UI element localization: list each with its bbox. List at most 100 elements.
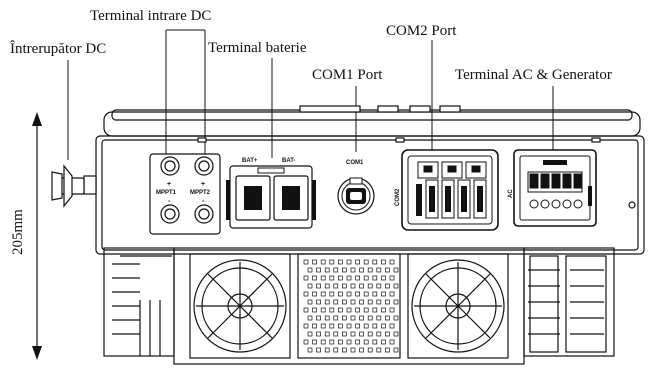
grille-hole [342,283,347,289]
com2-port: COM2 [395,149,499,231]
com1-mark: COM1 [346,160,364,166]
grille-hole [316,347,321,353]
grille-hole [307,267,313,273]
mppt1-label: MPPT1 [156,190,177,196]
grille-hole [333,347,339,353]
grille-hole [372,323,378,329]
grille-hole [338,323,343,329]
label-ac-generator: Terminal AC & Generator [455,67,612,83]
grille-hole [333,283,339,289]
grille-hole [359,347,364,353]
grille-hole [381,307,386,313]
grille-hole [359,331,364,337]
grille-hole [389,323,395,329]
grille-hole [346,259,352,265]
grille-hole [329,307,335,313]
label-battery-terminal: Terminal baterie [208,40,307,56]
grille-hole [367,299,373,305]
grille-hole [307,299,313,305]
battery-terminal: BAT+ BAT- [226,158,316,229]
grille-hole [389,275,395,281]
label-dc-switch: Întrerupător DC [10,40,106,57]
grille-hole [312,339,317,345]
com2-mark: COM2 [395,188,401,206]
grille-hole [338,339,343,345]
grille-hole [316,315,321,321]
grille-hole [303,307,309,313]
right-fins [523,247,615,357]
grille-hole [303,323,309,329]
grille-hole [320,291,326,297]
grille-hole [367,315,373,321]
grille-hole [359,283,364,289]
grille-hole [376,267,382,273]
grille-hole [338,275,343,281]
grille-hole [329,339,335,345]
grille-hole [376,299,382,305]
grille-hole [355,307,360,313]
grille-hole [346,275,352,281]
grille-hole [346,339,352,345]
mppt2-label: MPPT2 [190,190,211,196]
grille-hole [372,291,378,297]
grille-hole [303,259,309,265]
grille-dots [303,259,399,353]
grille-hole [355,275,360,281]
grille-hole [363,259,369,265]
grille-hole [346,307,352,313]
grille-hole [307,331,313,337]
grille-hole [303,339,309,345]
grille-hole [350,315,356,321]
grille-hole [376,283,382,289]
mppt2-minus-sign: - [202,198,205,205]
grille-hole [385,267,390,273]
grille-hole [385,347,390,353]
mppt2-plus-sign: + [201,181,205,188]
label-dc-input: Terminal intrare DC [90,8,211,24]
grille-hole [342,299,347,305]
grille-hole [350,283,356,289]
grille-hole [372,275,378,281]
bat-minus-label: BAT- [282,158,296,164]
grille-hole [376,347,382,353]
grille-hole [346,323,352,329]
grille-hole [324,315,330,321]
grille-hole [320,307,326,313]
grille-hole [381,339,386,345]
grille-hole [324,347,330,353]
grille-hole [338,259,343,265]
grille-hole [324,299,330,305]
label-com2-port: COM2 Port [386,23,457,39]
grille-hole [372,339,378,345]
grille-hole [381,291,386,297]
grille-hole [316,299,321,305]
grille-hole [372,259,378,265]
grille-hole [385,299,390,305]
dc-input-terminals: + + MPPT1 MPPT2 - - [149,153,221,235]
grille-hole [312,323,317,329]
fan-left [189,253,291,359]
heat-sink [103,247,615,365]
grille-hole [320,275,326,281]
grille-hole [385,331,390,337]
center-grille [297,253,401,359]
grille-hole [355,323,360,329]
grille-hole [355,339,360,345]
grille-hole [329,275,335,281]
grille-hole [363,275,369,281]
grille-hole [359,267,364,273]
grille-hole [333,299,339,305]
grille-hole [307,283,313,289]
com1-port: COM1 [337,160,375,215]
grille-hole [312,307,317,313]
grille-hole [329,259,335,265]
grille-hole [316,331,321,337]
grille-hole [333,331,339,337]
grille-hole [333,267,339,273]
grille-hole [307,315,313,321]
grille-hole [393,283,399,289]
grille-hole [320,323,326,329]
grille-hole [359,299,364,305]
grille-hole [350,331,356,337]
